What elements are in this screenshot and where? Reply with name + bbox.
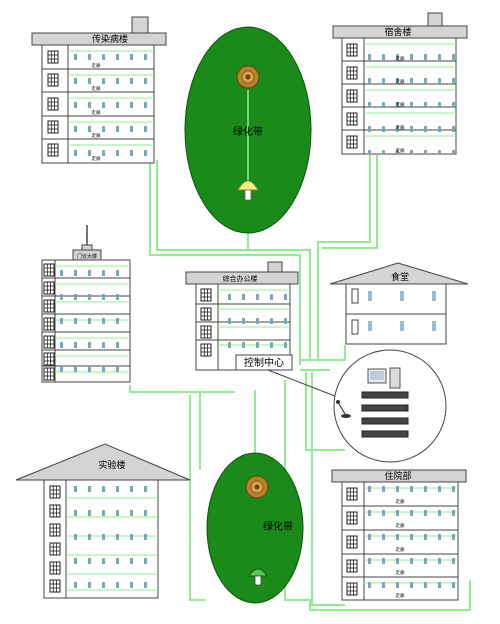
building-dormitory[interactable]: 宿舍楼 走廊 走廊 走廊 走廊 走廊	[332, 12, 468, 155]
control-center-box[interactable]: 控制中心	[235, 354, 293, 371]
corridor-label: 走廊	[92, 132, 101, 139]
control-center-label: 控制中心	[244, 356, 284, 369]
building-outpatient[interactable]: 门诊大楼	[41, 225, 131, 383]
building-canteen[interactable]: 食堂	[329, 262, 469, 345]
building-infectious-label: 传染病楼	[92, 33, 128, 45]
building-office[interactable]: 综合办公楼 控制中心	[185, 261, 341, 399]
mushroom-speaker-icon[interactable]	[237, 180, 259, 201]
microphone-icon[interactable]	[336, 400, 351, 418]
green-belt-top: 绿化带	[184, 26, 312, 234]
corridor-label: 走廊	[396, 124, 405, 131]
corridor-label: 走廊	[396, 569, 405, 576]
green-belt-top-label: 绿化带	[233, 125, 263, 138]
corridor-label: 走廊	[92, 155, 101, 162]
building-lab[interactable]: 实验楼	[15, 443, 191, 599]
corridor-label: 走廊	[396, 55, 405, 62]
corridor-label: 走廊	[396, 498, 405, 505]
building-infectious[interactable]: 传染病楼 走廊 走廊 走廊 走廊 走廊	[31, 16, 167, 164]
mushroom-speaker-icon[interactable]	[248, 568, 268, 586]
control-equipment[interactable]	[333, 349, 447, 463]
building-inpatient-label: 住院部	[384, 470, 411, 482]
building-outpatient-label: 门诊大楼	[77, 253, 97, 260]
speaker-icon[interactable]	[236, 65, 260, 89]
building-dormitory-label: 宿舍楼	[384, 26, 411, 38]
canteen-windows	[351, 288, 436, 335]
corridor-label: 走廊	[92, 62, 101, 69]
corridor-label: 走廊	[92, 109, 101, 116]
green-belt-bottom: 绿化带	[206, 452, 304, 604]
green-belt-bottom-label: 绿化带	[263, 520, 293, 533]
corridor-label: 走廊	[92, 85, 101, 92]
building-inpatient[interactable]: 住院部 走廊 走廊 走廊 走廊 走廊	[331, 469, 467, 601]
building-lab-label: 实验楼	[98, 459, 125, 471]
corridor-label: 走廊	[396, 78, 405, 85]
speaker-icon[interactable]	[245, 475, 269, 499]
corridor-label: 走廊	[396, 592, 405, 599]
building-canteen-label: 食堂	[391, 271, 409, 283]
amplifier-rack	[361, 391, 409, 438]
building-office-label: 综合办公楼	[223, 274, 258, 283]
corridor-label: 走廊	[396, 147, 405, 154]
corridor-label: 走廊	[396, 522, 405, 529]
computer-icon[interactable]	[367, 367, 401, 389]
corridor-label: 走廊	[396, 546, 405, 553]
cable-network	[129, 95, 471, 611]
corridor-label: 走廊	[396, 101, 405, 108]
